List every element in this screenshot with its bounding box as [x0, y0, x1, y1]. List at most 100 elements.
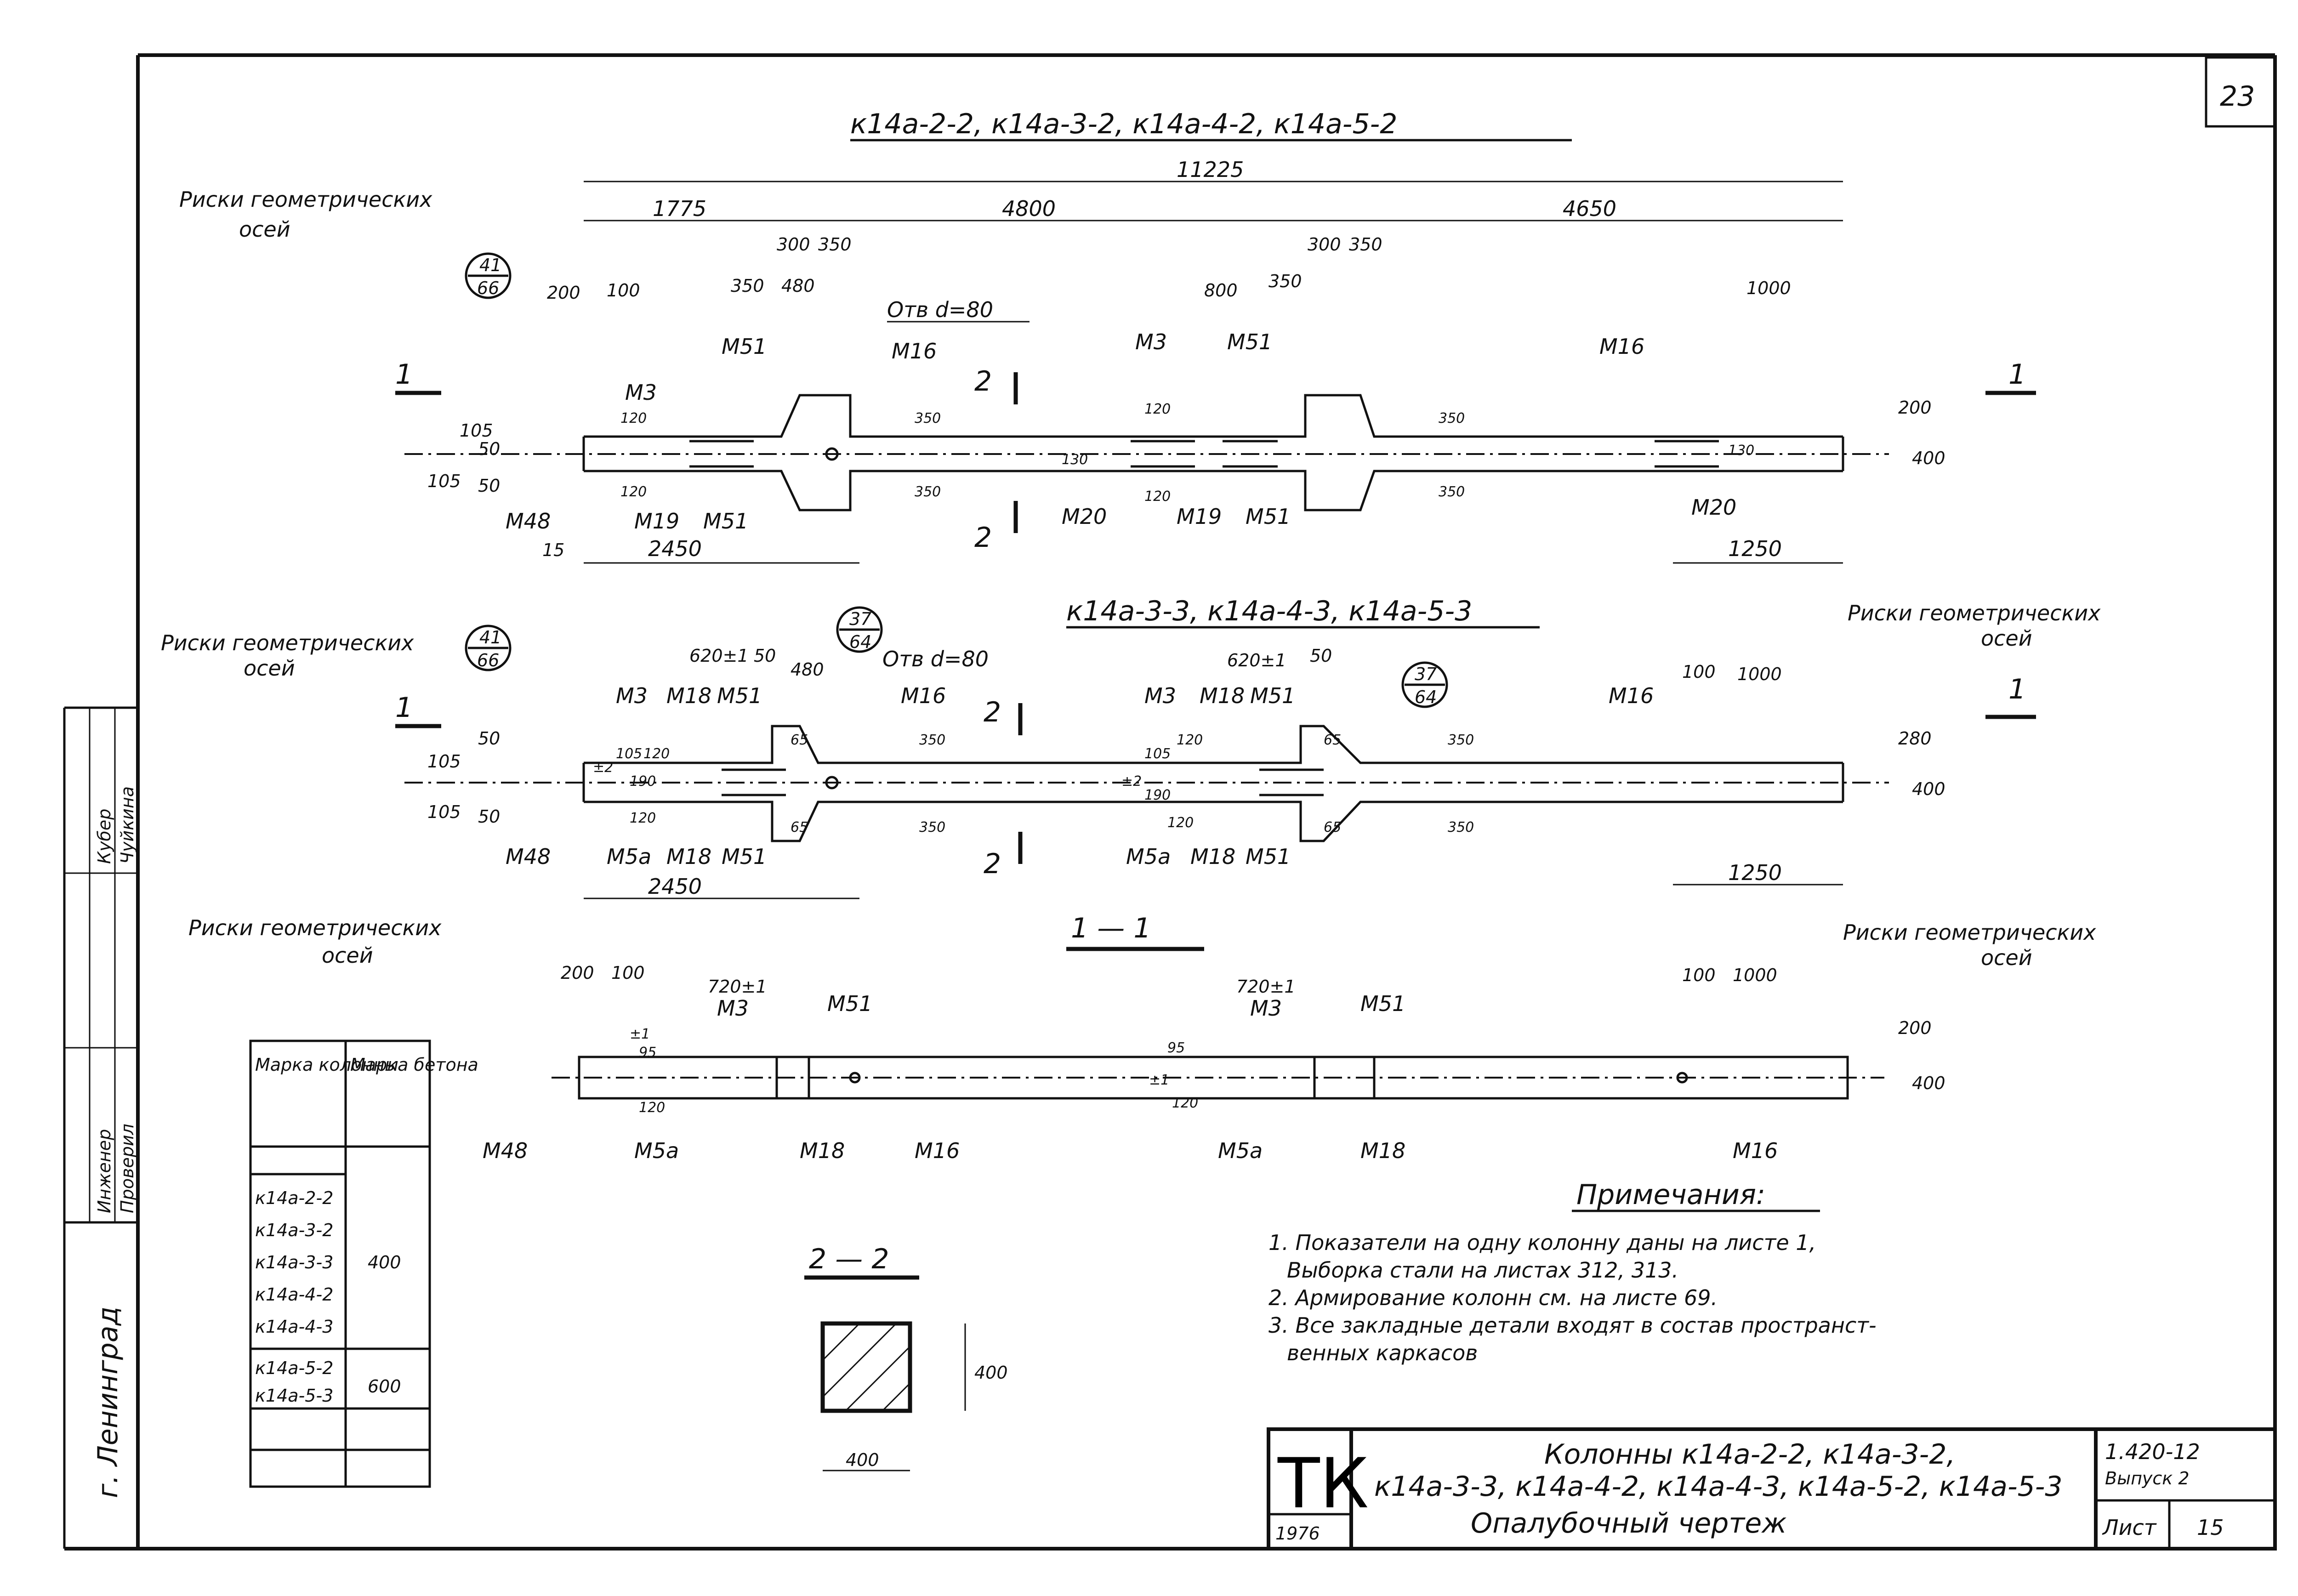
mark-m18-a: М18 [666, 683, 711, 708]
mark-m18-f: М18 [1360, 1138, 1405, 1163]
dim-200-a: 200 [547, 283, 580, 303]
dim-190-a: 190 [630, 773, 656, 789]
table-row-6-grade: 600 [368, 1376, 401, 1397]
mark-m51-h: М51 [1246, 844, 1291, 869]
side-role-1: Инженер [94, 1129, 114, 1213]
dim-480: 480 [781, 276, 815, 296]
mark-m5a-d: М5а [1218, 1138, 1263, 1163]
section-mark-a-2t: 2 [974, 365, 992, 398]
mark-m3-f: М3 [1250, 996, 1282, 1021]
title-year: 1976 [1275, 1523, 1320, 1544]
dim-2450-a: 2450 [648, 536, 702, 561]
dim-1000-b: 1000 [1737, 664, 1782, 684]
concrete-table: Марка колонны Марка бетона к14а-2-2 к14а… [249, 1039, 478, 1488]
sheet-no: 15 [2197, 1515, 2224, 1540]
note-line-1: 1. Показатели на одну колонну даны на ли… [1268, 1230, 1816, 1255]
dim-120-g: 120 [630, 810, 656, 826]
mark-m3-b: М3 [1135, 329, 1167, 354]
dim-50-c: 50 [754, 646, 776, 666]
dim-4650: 4650 [1563, 196, 1616, 221]
axes-label-b-l1: Риски геометрических [161, 630, 414, 655]
notes: Примечания: 1. Показатели на одну колонн… [1268, 1179, 1877, 1365]
dim-105-d: 105 [427, 802, 461, 822]
mark-m48-b: М48 [506, 844, 551, 869]
dim-720-a: 720±1 [708, 977, 767, 997]
section-mark-b-1l: 1 [395, 692, 413, 724]
mark-m19-a: М19 [634, 509, 679, 534]
dim-15: 15 [542, 540, 564, 560]
dim-pm1-b: ±1 [1149, 1072, 1169, 1088]
axes-label-b-r2: осей [1981, 626, 2032, 651]
dim-1250-a: 1250 [1728, 536, 1782, 561]
dim-50-d: 50 [1310, 646, 1332, 666]
dim-350-c: 350 [731, 276, 764, 296]
table-row-5-col: к14а-4-3 [255, 1317, 333, 1337]
callout-b-right-top: 37 [1415, 664, 1437, 684]
mark-m16-a: М16 [892, 339, 937, 364]
dim-105-e: 105 [616, 746, 642, 762]
dim-50-b: 50 [478, 476, 500, 496]
dim-350-h: 350 [1439, 484, 1465, 500]
dim-105-b: 105 [427, 471, 461, 491]
note-line-2: Выборка стали на листах 312, 313. [1287, 1258, 1678, 1283]
dim-105-f: 105 [1144, 746, 1171, 762]
dim-200-b: 200 [1898, 398, 1932, 418]
mark-m16-e: М16 [915, 1138, 960, 1163]
axes-label-c-r1: Риски геометрических [1843, 920, 2096, 945]
mark-m18-c: М18 [666, 844, 711, 869]
dim-1000-a: 1000 [1746, 278, 1791, 298]
mark-m19-b: М19 [1177, 504, 1222, 529]
dim-120-b: 120 [620, 484, 647, 500]
sheet-label: Лист [2102, 1515, 2157, 1540]
callout-b-mid-bottom: 64 [849, 632, 871, 652]
dim-800: 800 [1204, 280, 1238, 301]
table-row-6-col: к14а-5-2 [255, 1358, 333, 1378]
section-mark-a-1r: 1 [2008, 358, 2026, 391]
side-city: г. Ленинград [92, 1306, 124, 1498]
mark-m3-a: М3 [625, 380, 657, 405]
dim-120-e: 120 [643, 746, 670, 762]
axes-label-c-l2: осей [322, 943, 373, 968]
note-line-5: венных каркасов [1287, 1340, 1478, 1365]
mark-m5a-a: М5а [607, 844, 651, 869]
mark-m18-b: М18 [1200, 683, 1245, 708]
mark-m18-e: М18 [800, 1138, 845, 1163]
axes-label-b-l2: осей [244, 656, 295, 681]
dim-300-a: 300 [777, 234, 810, 255]
table-row-2-col: к14а-3-2 [255, 1220, 333, 1240]
dim-50-a: 50 [478, 439, 500, 459]
dim-130-b: 130 [1728, 443, 1754, 459]
dim-620-b: 620±1 [1227, 650, 1286, 670]
dim-720-b: 720±1 [1236, 977, 1296, 997]
view-a: к14а-2-2, к14а-3-2, к14а-4-2, к14а-5-2 Р… [179, 108, 2036, 564]
hole-label-a: Отв d=80 [887, 297, 993, 322]
section-2-2: 2 — 2 400 400 [804, 1243, 1008, 1471]
dim-100-c: 100 [611, 963, 645, 983]
org-logo: ТК [1277, 1444, 1369, 1524]
dim-50-f: 50 [478, 807, 500, 827]
series-number: 1.420-12 [2105, 1439, 2200, 1464]
view-b: к14а-3-3, к14а-4-3, к14а-5-3 Риски геоме… [161, 595, 2101, 899]
dim-350-i: 350 [919, 732, 945, 748]
dim-50-e: 50 [478, 728, 500, 749]
dim-95-b: 95 [1167, 1040, 1185, 1056]
mark-m3-d: М3 [1144, 683, 1176, 708]
dim-120-c: 120 [1144, 401, 1171, 417]
sheet-number: 23 [2220, 80, 2255, 113]
mark-m51-e: М51 [717, 683, 762, 708]
side-stamp: г. Ленинград Инженер Проверил Кубер Чуйк… [63, 706, 138, 1549]
dim-200-c: 200 [561, 963, 594, 983]
mark-m51-i: М51 [827, 991, 872, 1016]
dim-pm1-a: ±1 [630, 1026, 650, 1042]
dim-105-c: 105 [427, 751, 461, 772]
mark-m5a-c: М5а [634, 1138, 679, 1163]
view-a-title: к14а-2-2, к14а-3-2, к14а-4-2, к14а-5-2 [850, 108, 1397, 140]
mark-m3-c: М3 [616, 683, 648, 708]
mark-m16-c: М16 [901, 683, 946, 708]
issue-number: Выпуск 2 [2105, 1468, 2190, 1488]
dim-120-f: 120 [1177, 732, 1203, 748]
dim-1775: 1775 [653, 196, 706, 221]
dim-120-i: 120 [639, 1100, 665, 1116]
note-line-3: 2. Армирование колонн см. на листе 69. [1268, 1285, 1718, 1310]
